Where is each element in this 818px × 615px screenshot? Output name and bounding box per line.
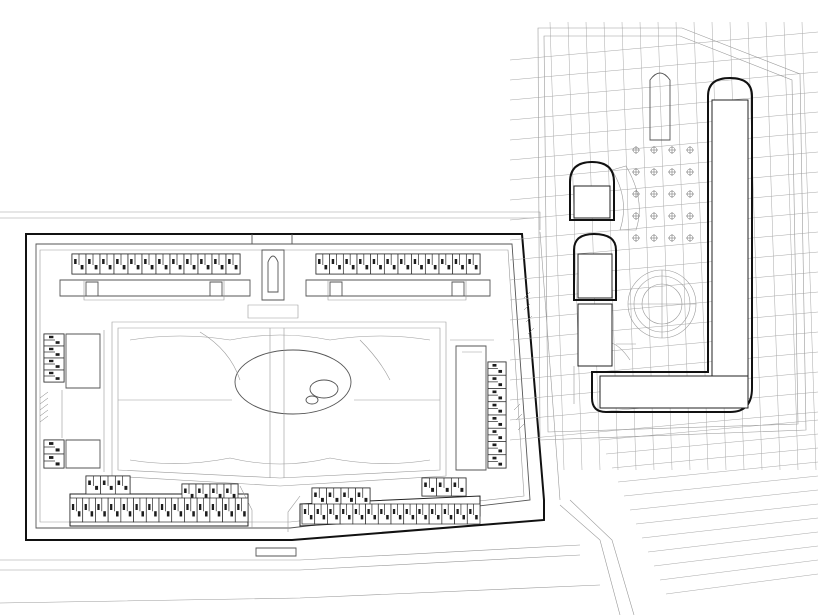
context-road-lines — [0, 211, 635, 615]
right-site-boundary — [537, 27, 807, 441]
west-landscape-hatch — [39, 291, 535, 431]
west-wing-units-upper — [43, 333, 65, 383]
south-east-units-c — [301, 503, 481, 525]
right-site-grid — [509, 21, 818, 595]
south-east-units-b — [421, 477, 467, 497]
south-west-units-a — [85, 475, 131, 495]
south-west-units-c — [69, 497, 249, 523]
north-west-units — [71, 253, 241, 275]
south-east-units-a — [311, 487, 371, 507]
north-east-units — [315, 253, 481, 275]
north-entry-feature — [247, 249, 299, 319]
dwelling-units — [43, 99, 749, 525]
plaza-trees — [632, 146, 694, 242]
right-inner-building-north — [569, 160, 615, 221]
south-west-units-b — [181, 483, 239, 503]
right-l-building — [591, 76, 753, 413]
right-inner-building-mid — [573, 232, 636, 404]
east-wing-units — [487, 361, 507, 469]
west-wing-units-lower — [43, 439, 65, 469]
left-site-boundary — [25, 233, 545, 557]
central-courtyard — [111, 321, 447, 487]
